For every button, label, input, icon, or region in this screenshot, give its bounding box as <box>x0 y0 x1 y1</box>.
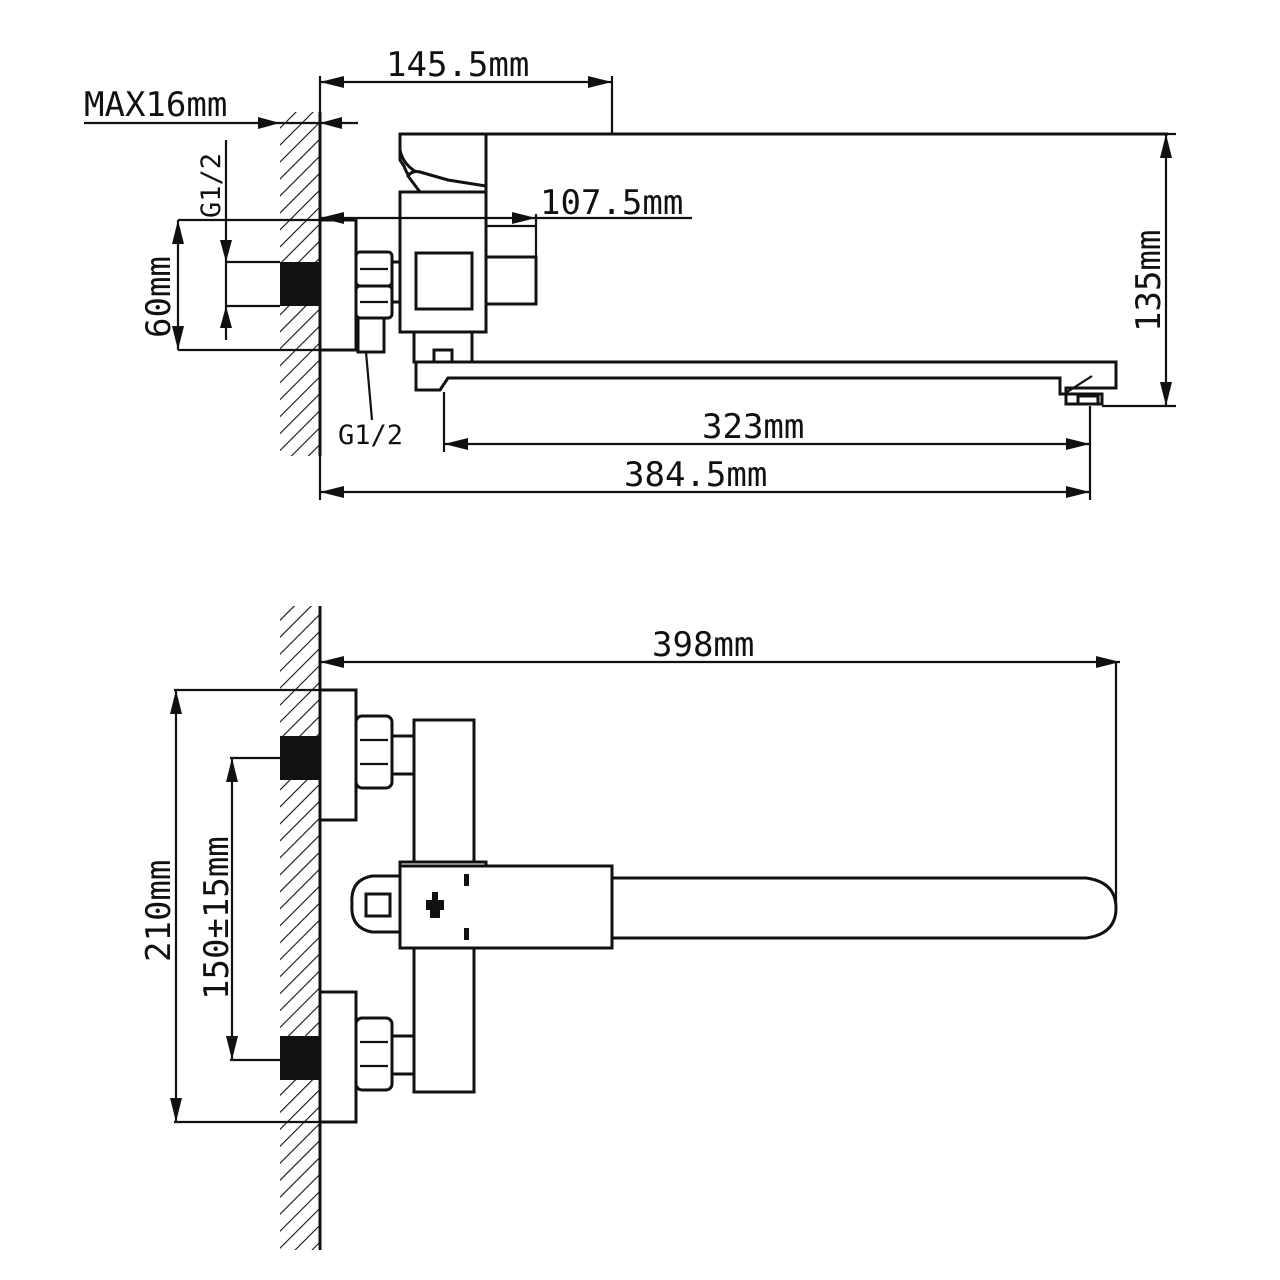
dim-thread-top: G1/2 <box>196 140 280 340</box>
label-spout-reach: 323mm <box>702 407 804 447</box>
label-thread-bottom: G1/2 <box>338 420 403 451</box>
dim-body-depth: 107.5mm <box>320 183 692 224</box>
nut-top-upper <box>354 714 394 790</box>
dim-spout-reach: 323mm <box>442 392 1092 500</box>
thread-fitting <box>356 316 386 354</box>
inlet-pipe-lower <box>280 1036 320 1080</box>
dim-center-distance: 150±15mm <box>197 756 280 1062</box>
lever-top <box>350 860 614 950</box>
dim-total-height: 135mm <box>612 132 1176 408</box>
dim-thread-bottom: G1/2 <box>338 420 403 451</box>
inlet-pipe-side <box>280 262 320 306</box>
label-inlet-pitch: 60mm <box>139 256 179 338</box>
label-max-thickness: MAX16mm <box>84 85 227 125</box>
label-total-reach-side: 384.5mm <box>624 455 767 495</box>
connector-side <box>318 218 404 421</box>
wall-top <box>280 606 322 1250</box>
spout-side <box>414 360 1118 406</box>
nut-top-lower <box>354 1016 394 1092</box>
label-thread-top: G1/2 <box>196 153 227 218</box>
label-spout-offset: 145.5mm <box>386 45 529 85</box>
label-body-depth: 107.5mm <box>540 183 683 223</box>
label-center-distance: 150±15mm <box>197 836 237 1000</box>
spout-top <box>610 876 1118 940</box>
lever-side <box>398 132 1168 194</box>
label-total-reach-top: 398mm <box>652 625 754 665</box>
dim-inlet-span: 210mm <box>139 688 356 1124</box>
wall-side <box>280 112 322 456</box>
label-inlet-span: 210mm <box>139 860 179 962</box>
nuts-top <box>354 714 416 1092</box>
dim-inlet-pitch: 60mm <box>139 218 356 352</box>
dim-total-reach-side: 384.5mm <box>318 455 1090 500</box>
dim-total-reach-top: 398mm <box>320 625 1120 906</box>
side-view: MAX16mm 145.5mm 107.5mm G1/2 <box>84 45 1176 500</box>
inlet-pipe-upper <box>280 736 320 780</box>
dim-spout-offset: 145.5mm <box>318 45 614 134</box>
label-total-height: 135mm <box>1129 230 1169 332</box>
dim-max-thickness: MAX16mm <box>84 85 358 129</box>
top-view: 398mm 210mm 150±15mm <box>139 606 1120 1250</box>
